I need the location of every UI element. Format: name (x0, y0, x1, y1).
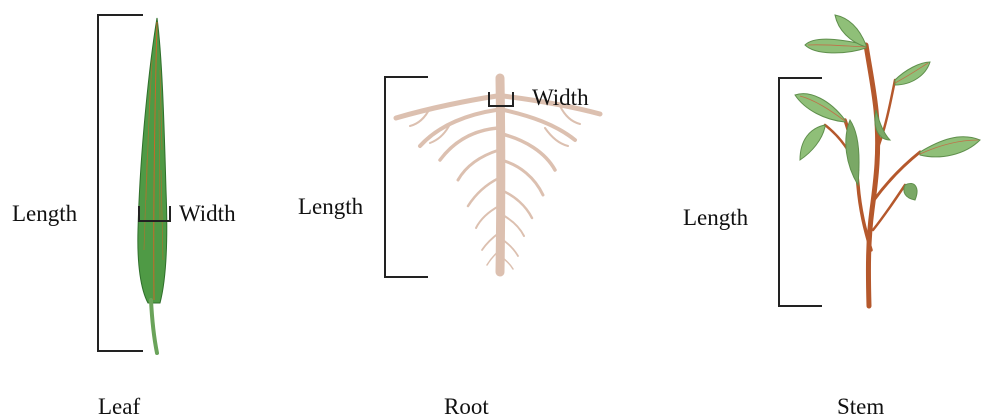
root-caption: Root (444, 394, 489, 419)
leaf-width-label: Width (179, 201, 236, 226)
leaf-caption: Leaf (98, 394, 140, 419)
root-panel: Length (298, 77, 600, 419)
leaf-illustration (138, 18, 167, 353)
leaf-length-label: Length (12, 201, 78, 226)
root-width-label: Width (532, 85, 589, 110)
leaf-panel: Length Width Leaf (12, 15, 236, 419)
root-length-label: Length (298, 194, 364, 219)
stem-illustration (795, 15, 980, 306)
stem-length-label: Length (683, 205, 749, 230)
leaf-length-bracket (98, 15, 143, 351)
stem-caption: Stem (837, 394, 884, 419)
root-length-bracket (385, 77, 428, 277)
stem-panel: Length (683, 15, 980, 419)
